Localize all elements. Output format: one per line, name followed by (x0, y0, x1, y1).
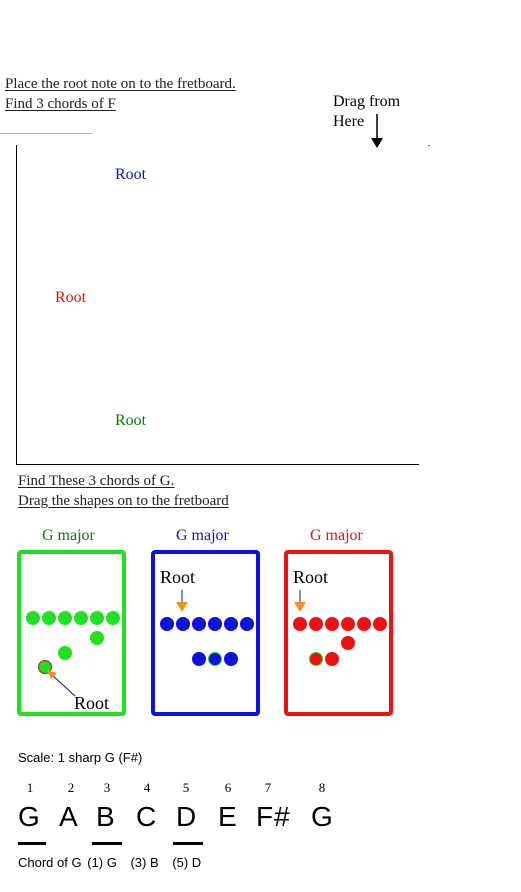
degree-5: 5 (182, 780, 190, 795)
dot (373, 617, 387, 631)
dot (240, 617, 254, 631)
drag-line-1: Drag from (333, 93, 401, 110)
root-arrow-icon (176, 590, 188, 612)
scale-label: Scale: 1 sharp G (F#) (18, 750, 143, 765)
degree-8: 8 (318, 780, 326, 795)
dot (325, 617, 339, 631)
dot (90, 611, 104, 625)
dot (160, 617, 174, 631)
dot (341, 636, 355, 650)
degree-7: 7 (264, 780, 272, 795)
chord-of-g: Chord of G (1) G (3) B (5) D (18, 855, 201, 870)
down-arrow-icon (371, 114, 383, 148)
note-g-octave: G (311, 801, 334, 832)
fretboard-root-blue: Root (115, 166, 147, 183)
dot (224, 652, 238, 666)
dot (341, 617, 355, 631)
chord-part-1: (1) G (87, 855, 117, 870)
dot (42, 611, 56, 625)
dot (90, 631, 104, 645)
degree-1: 1 (26, 780, 34, 795)
shape-red-title: G major (310, 527, 363, 544)
dot (309, 617, 323, 631)
note-b: B (96, 801, 116, 832)
chord-label: Chord of G (18, 855, 82, 870)
dot (192, 652, 206, 666)
dot (74, 611, 88, 625)
note-d: D (176, 801, 198, 832)
note-g: G (18, 801, 41, 832)
drag-source-marker[interactable] (428, 145, 430, 146)
fretboard-root-red: Root (55, 289, 87, 306)
g-instruction-line-2: Drag the shapes on to the fretboard (18, 493, 229, 509)
note-a: A (59, 801, 79, 832)
dot (58, 611, 72, 625)
dot (208, 617, 222, 631)
shape-blue-root-label: Root (160, 567, 196, 587)
chord-note-underline-5 (173, 842, 203, 845)
shape-blue-title: G major (176, 527, 229, 544)
dot (106, 611, 120, 625)
drag-line-2: Here (333, 113, 365, 130)
shape-green-title: G major (42, 527, 95, 544)
chord-shape-green[interactable]: Root (17, 550, 126, 716)
chord-note-underline-3 (92, 842, 122, 845)
dot (26, 611, 40, 625)
fretboard-root-green: Root (115, 412, 147, 429)
root-arrow-icon (47, 670, 76, 697)
dot (309, 652, 323, 666)
orange-divider (0, 133, 92, 134)
note-f-sharp: F# (256, 801, 291, 832)
instruction-line-2: Find 3 chords of F (5, 96, 116, 112)
root-dot (293, 617, 307, 631)
dot (357, 617, 371, 631)
chord-shape-blue[interactable]: Root (151, 550, 260, 716)
g-instruction-line-1: Find These 3 chords of G. (18, 473, 175, 489)
shape-red-root-label: Root (293, 567, 329, 587)
degree-3: 3 (103, 780, 111, 795)
dot (325, 652, 339, 666)
chord-note-underline-1 (18, 842, 46, 845)
instruction-line-1: Place the root note on to the fretboard. (5, 76, 236, 92)
shape-green-root-label: Root (74, 693, 110, 713)
dot (224, 617, 238, 631)
chord-part-3: (3) B (130, 855, 159, 870)
fretboard[interactable] (16, 145, 419, 465)
note-c: C (136, 801, 158, 832)
chord-part-5: (5) D (172, 855, 202, 870)
degree-6: 6 (224, 780, 232, 795)
degree-2: 2 (67, 780, 75, 795)
chord-shape-red[interactable]: Root (284, 550, 393, 716)
root-arrow-icon (294, 590, 306, 612)
root-dot (176, 617, 190, 631)
drag-from-here-label: Drag from Here (333, 92, 400, 132)
dot (58, 646, 72, 660)
note-e: E (218, 801, 238, 832)
dot (192, 617, 206, 631)
dot (208, 652, 222, 666)
degree-4: 4 (143, 780, 151, 795)
